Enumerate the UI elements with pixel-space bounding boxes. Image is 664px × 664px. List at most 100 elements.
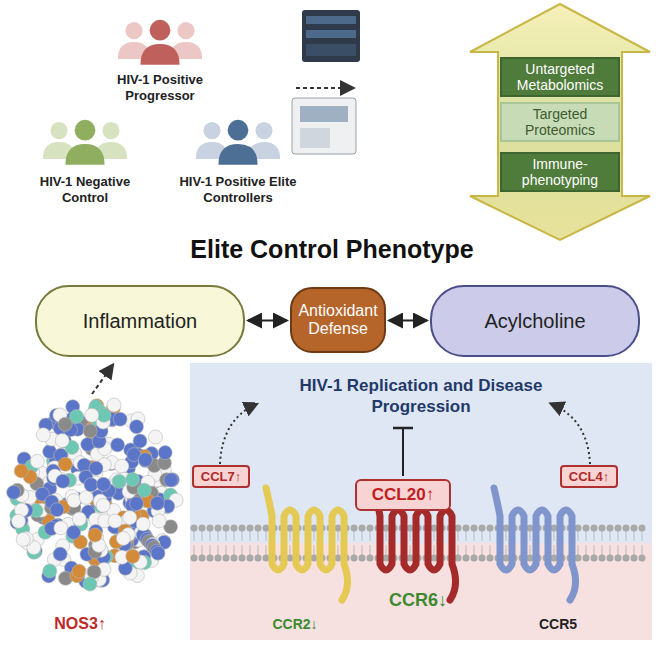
process-box: Acylcholine [430,285,640,357]
protein-atom [12,514,26,528]
lipid-head [311,525,318,532]
lipid-head [615,525,622,532]
receptor-symbol [494,488,576,600]
lipid-head [463,555,470,562]
lipid-head [247,555,254,562]
label-text: CCR6↓ [378,590,458,612]
protein-atom [111,438,125,452]
lipid-head [479,555,486,562]
drawing-part [218,545,219,556]
lipid-head [255,555,262,562]
lipid-head [231,525,238,532]
protein-atom [158,446,172,460]
drawing-part [242,545,243,556]
lipid-head [351,555,358,562]
drawing-part [474,530,475,541]
drawing-part [410,545,411,556]
receptor-symbol [266,488,348,600]
protein-atom [133,434,147,448]
protein-atom [43,564,57,578]
protein-atom [108,514,122,528]
node-text: HIV-1 Replication and Disease Progressio… [286,375,556,418]
protein-atom [67,494,81,508]
protein-atom [30,454,44,468]
protein-atom [113,412,127,426]
protein-atom [85,408,99,422]
lipid-head [623,525,630,532]
protein-atom [83,424,97,438]
drawing-part [458,530,459,541]
protein-atom [126,473,140,487]
lipid-head [359,555,366,562]
person-icon [203,122,220,139]
lipid-head [551,525,558,532]
process-box: CCL7↑ [192,465,250,488]
lipid-head [199,555,206,562]
lipid-head [311,555,318,562]
lipid-head [599,525,606,532]
lipid-head [207,525,214,532]
protein-atom [54,521,68,535]
protein-atom [88,528,102,542]
person-icon [140,44,179,65]
protein-atom [58,457,72,471]
lipid-head [607,525,614,532]
protein-atom [16,532,30,546]
lipid-head [287,525,294,532]
person-icon [75,120,96,141]
drawing-part [266,545,267,556]
lipid-head [607,555,614,562]
lipid-head [631,555,638,562]
drawing-part [578,545,579,556]
drawing-part [474,545,475,556]
drawing-part [506,545,507,556]
protein-atom [152,514,166,528]
person-icon [228,120,249,141]
node-text: CCL7↑ [201,469,241,484]
lipid-head [263,525,270,532]
label-text: HIV-1 Positive Progressor [95,72,225,103]
lipid-head [255,525,262,532]
drawing-part [434,545,435,556]
process-box: Targeted Proteomics [500,102,620,142]
label-text: NOS3↑ [40,614,120,633]
lipid-head [407,555,414,562]
lipid-head [367,525,374,532]
person-icon [177,22,194,39]
lipid-head [487,525,494,532]
label-text: HIV-1 Positive Elite Controllers [170,174,306,205]
protein-atom [55,434,69,448]
lipid-head [215,525,222,532]
label-text: CCR2↓ [260,616,330,633]
protein-atom [72,564,86,578]
protein-atom [115,459,129,473]
node-text: Targeted Proteomics [508,106,612,138]
drawing-part [370,545,371,556]
lipid-head [503,555,510,562]
drawing-part [242,530,243,541]
drawing-part [410,530,411,541]
lipid-head [463,525,470,532]
drawing-part [618,545,619,556]
drawing-part [506,530,507,541]
lipid-head [583,525,590,532]
person-icon [65,144,104,165]
lipid-head [223,555,230,562]
node-text: CCL4↑ [569,469,609,484]
drawing-part [610,545,611,556]
protein-atom [136,517,150,531]
protein-atom [164,473,178,487]
drawing-part [610,530,611,541]
protein-atom [50,503,64,517]
lipid-head [575,555,582,562]
label-text: HIV-1 Negative Control [20,174,150,205]
lipid-head [239,525,246,532]
protein-atom [36,428,50,442]
lipid-head [287,555,294,562]
protein-atom [79,490,93,504]
person-icon [150,20,171,41]
process-box: Untargeted Metabolomics [500,57,620,97]
protein-atom [97,477,111,491]
drawing-part [578,530,579,541]
drawing-part [314,545,315,556]
